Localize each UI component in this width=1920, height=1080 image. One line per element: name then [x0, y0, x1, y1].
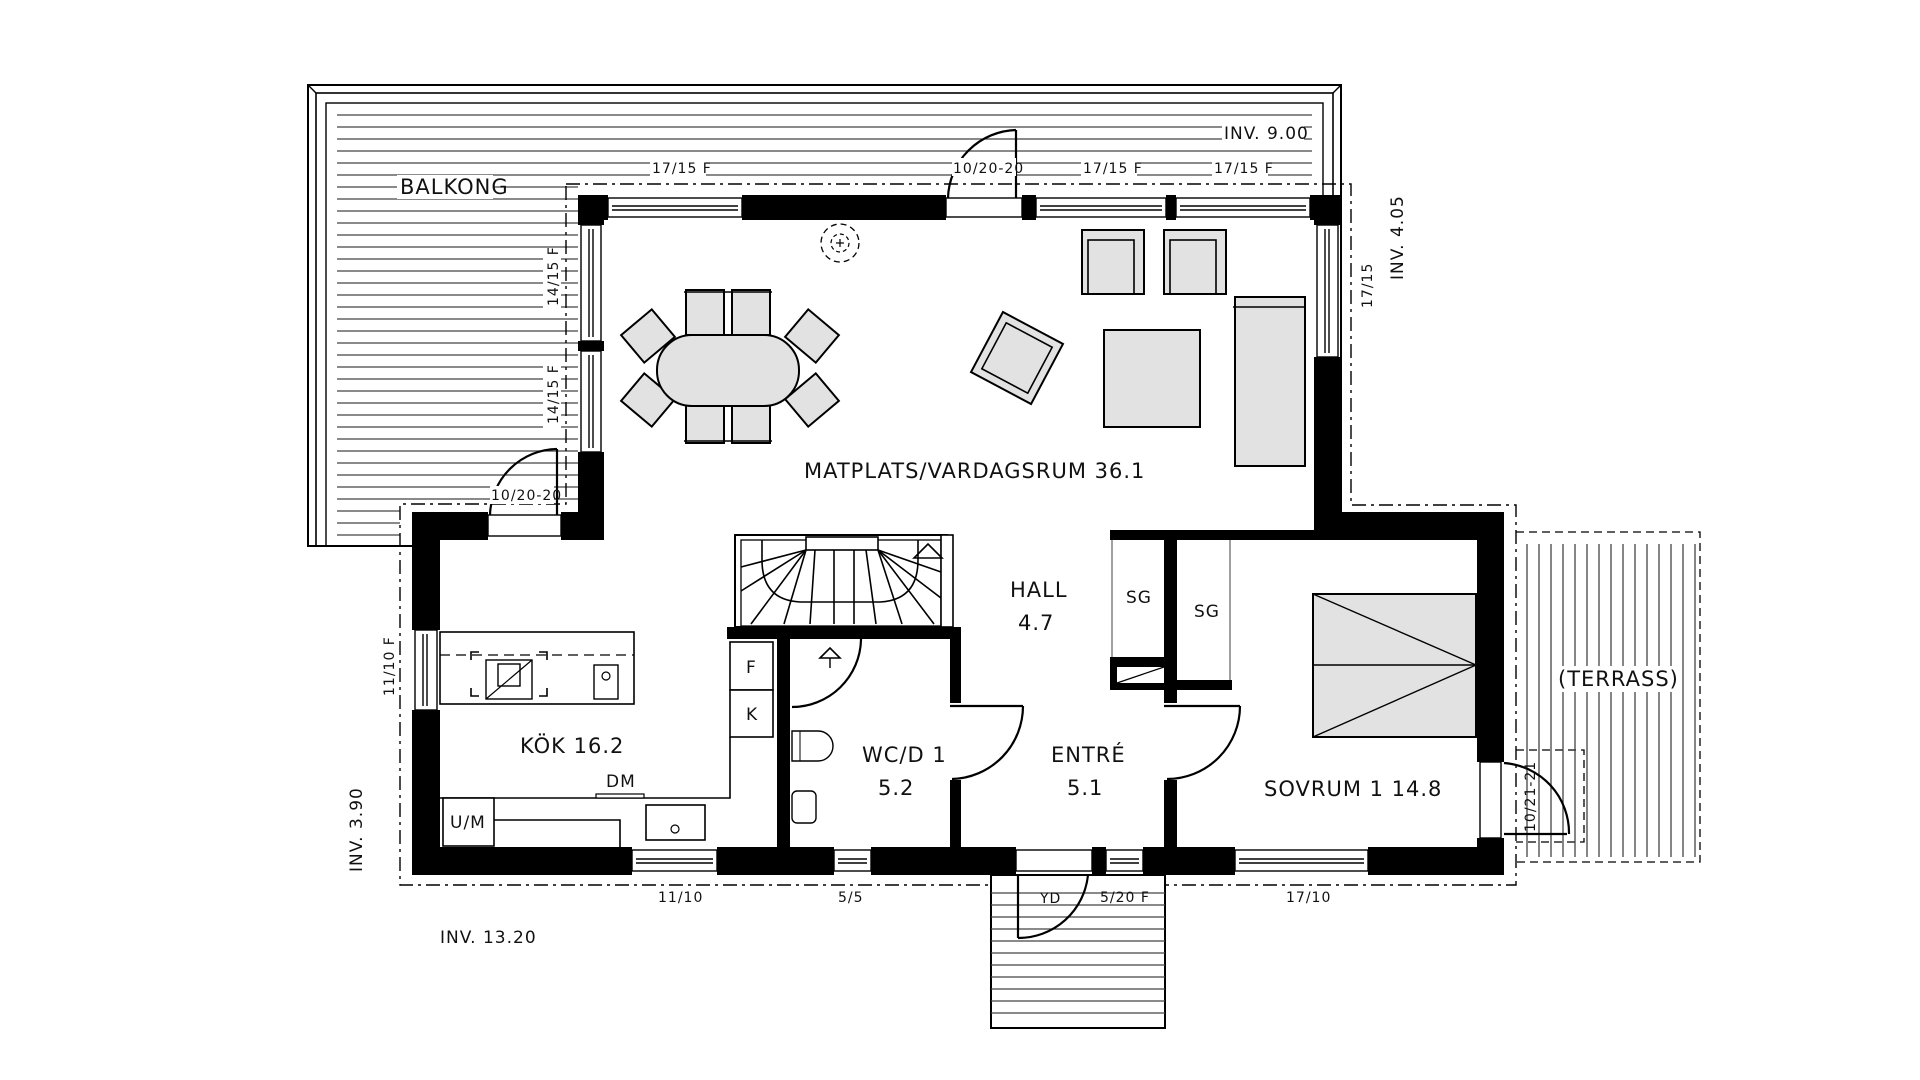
fixture-label-yd: YD	[1039, 891, 1061, 907]
room-area-wc: 5.2	[878, 776, 914, 800]
bed	[1312, 593, 1477, 738]
dim-inv-top: INV. 9.00	[1224, 124, 1309, 144]
dim-window-top-2: 17/15 F	[1083, 161, 1143, 177]
entry-deck	[990, 874, 1166, 1029]
terrace-decking	[1526, 544, 1696, 857]
room-label-wc: WC/D 1	[862, 743, 947, 767]
fireplace-icon	[820, 223, 860, 263]
dim-window-bottom-4: 17/10	[1286, 890, 1331, 906]
fixture-label-dm: DM	[606, 772, 636, 792]
room-label-sovrum: SOVRUM 1 14.8	[1264, 777, 1442, 801]
dim-window-bottom-2: 5/5	[838, 890, 864, 906]
fixture-label-f: F	[746, 658, 757, 678]
walls	[412, 195, 1504, 875]
dining-set	[619, 289, 841, 444]
room-label-hall: HALL	[1010, 578, 1068, 602]
fixture-label-um: U/M	[450, 813, 486, 833]
dim-door-terrace: 10/21-21	[1523, 761, 1539, 832]
dim-door-balcony: 10/20-20	[491, 488, 562, 504]
room-label-balkong: BALKONG	[400, 175, 509, 199]
dim-window-left-2: 14/15 F	[546, 364, 562, 424]
wardrobes: SG SG	[1111, 540, 1231, 684]
dim-inv-left: INV. 3.90	[347, 787, 367, 872]
dim-window-kitchen-left: 11/10 F	[382, 636, 398, 696]
staircase	[734, 534, 954, 628]
windows	[414, 197, 1369, 872]
room-label-matplats: MATPLATS/VARDAGSRUM 36.1	[804, 459, 1145, 483]
dim-window-bottom-3: 5/20 F	[1100, 890, 1150, 906]
wardrobe-label-2: SG	[1194, 602, 1220, 622]
room-area-entre: 5.1	[1067, 776, 1103, 800]
lounge-furniture	[969, 229, 1306, 467]
terrace: (TERRASS)	[1526, 544, 1696, 857]
kitchen-fixtures: F K U/M DM	[439, 631, 774, 847]
dimension-labels: INV. 9.00 17/15 F 10/20-20 17/15 F 17/15…	[347, 122, 1539, 948]
wardrobe-label-1: SG	[1126, 588, 1152, 608]
room-label-entre: ENTRÉ	[1051, 742, 1126, 767]
dim-inv-bottom: INV. 13.20	[440, 928, 537, 948]
dim-window-bottom-1: 11/10	[658, 890, 703, 906]
dim-inv-right: INV. 4.05	[1388, 195, 1408, 280]
room-area-hall: 4.7	[1018, 611, 1054, 635]
room-label-terrass: (TERRASS)	[1558, 667, 1679, 691]
wc-fixtures	[791, 646, 842, 824]
dim-window-top-3: 17/15 F	[1214, 161, 1274, 177]
dim-door-top: 10/20-20	[953, 161, 1024, 177]
dim-window-top-1: 17/15 F	[652, 161, 712, 177]
building-outline	[399, 183, 1701, 886]
doors	[487, 128, 1571, 940]
dim-window-right: 17/15	[1360, 263, 1376, 308]
dim-window-left-1: 14/15 F	[546, 246, 562, 306]
room-label-kok: KÖK 16.2	[520, 733, 624, 758]
fixture-label-k: K	[746, 705, 758, 725]
